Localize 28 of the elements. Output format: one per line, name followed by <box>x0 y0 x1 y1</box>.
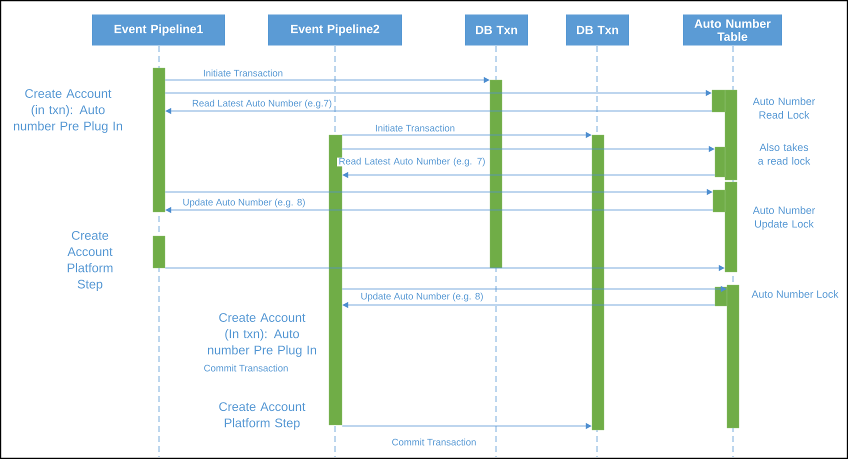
activation-bar <box>592 134 604 430</box>
annotation-text: Commit Transaction <box>204 364 288 372</box>
edge-label: Commit Transaction <box>392 438 476 446</box>
annotation-text: Create Account Platform Step <box>67 230 112 292</box>
lifeline-header: Event Pipeline1 <box>92 14 225 46</box>
lifeline-header: DB Txn <box>566 14 629 46</box>
annotation-text: Create Account (in txn): Auto number Pre Plug In <box>14 89 122 133</box>
annotation-text: Auto Number Read Lock <box>752 97 816 119</box>
edge-label: Update Auto Number (e.g. 8) <box>182 198 306 208</box>
annotation-text: Auto Number Lock <box>752 290 838 298</box>
annotation-text: Create Account Platform Step <box>219 402 306 430</box>
lifeline-header: DB Txn <box>465 14 528 46</box>
activation-bar <box>712 90 726 112</box>
lifeline-header: Auto Number Table <box>683 14 782 46</box>
edge-label: Update Auto Number (e.g. 8) <box>360 292 484 302</box>
annotation-text: Auto Number Update Lock <box>752 206 816 230</box>
edge-label: Read Latest Auto Number (e.g.7) <box>192 100 332 108</box>
edge-label: Initiate Transaction <box>375 124 455 132</box>
activation-bar <box>712 190 726 212</box>
edge-label: Read Latest Auto Number (e.g. 7) <box>337 158 487 166</box>
annotation-text: Create Account (In txn): Auto number Pre Plug In <box>208 313 316 357</box>
edge-label: Initiate Transaction <box>203 70 283 76</box>
activation-bar <box>490 80 502 268</box>
annotation-text: Also takes a read lock <box>758 143 810 165</box>
activation-bar <box>152 236 166 268</box>
activation-bar <box>714 146 726 178</box>
activation-bar <box>152 68 166 212</box>
lifeline-header: Event Pipeline2 <box>268 14 402 46</box>
